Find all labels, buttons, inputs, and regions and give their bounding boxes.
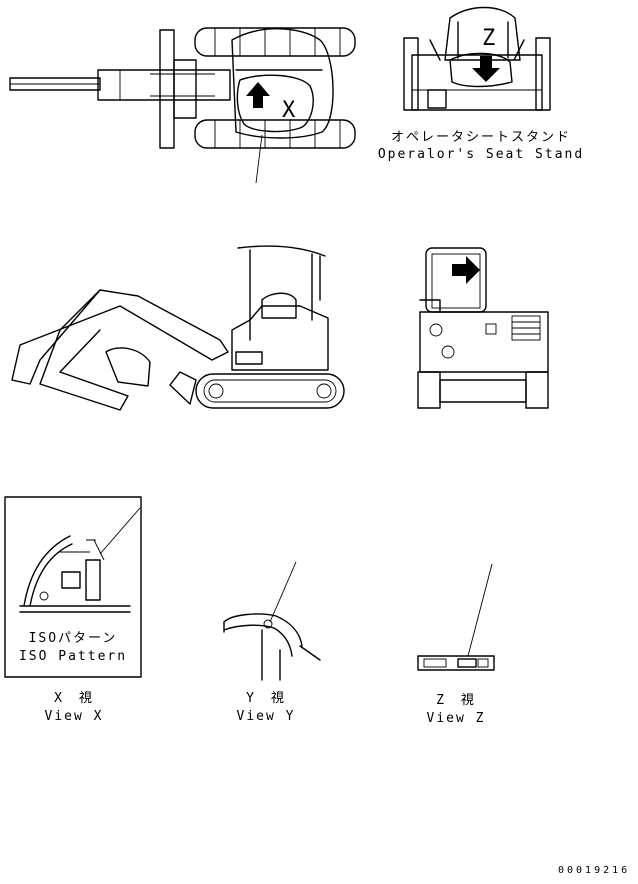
excavator-rear-view: [417, 247, 549, 409]
arrow-down-icon: [472, 56, 500, 82]
view-z-title-jp: Z 視: [436, 693, 476, 708]
seat-stand-label-en: Operalor's Seat Stand: [377, 147, 585, 162]
arrow-right-icon: [452, 256, 480, 284]
view-x-title-jp: X 視: [54, 691, 94, 706]
iso-pattern-label-en: ISO Pattern: [18, 649, 128, 664]
view-z-detail: [417, 563, 495, 671]
seat-stand-label-jp: オペレータシートスタンド: [390, 130, 572, 145]
view-x-title-en: View X: [44, 709, 104, 724]
arrow-up-icon: [246, 82, 270, 108]
view-y-title-en: View Y: [236, 709, 296, 724]
view-x-detail: [4, 496, 142, 678]
drawing-number: 00019216: [558, 865, 631, 876]
view-y-title-jp: Y 視: [246, 691, 286, 706]
marker-z: Z: [482, 26, 496, 51]
view-z-title-en: View Z: [426, 711, 486, 726]
seat-stand-rear-view: [403, 6, 551, 111]
excavator-top-view: [9, 27, 356, 184]
view-y-detail: [223, 561, 321, 681]
excavator-side-view: [11, 245, 345, 411]
marker-x: X: [282, 98, 296, 123]
iso-pattern-label-jp: ISOパターン: [28, 631, 118, 646]
